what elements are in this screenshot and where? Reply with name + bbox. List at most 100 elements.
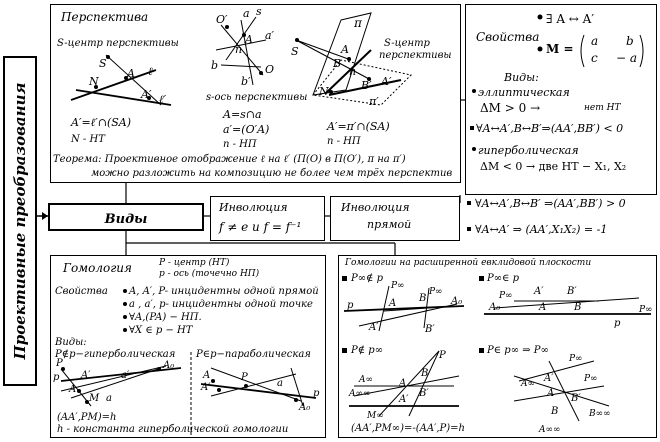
diag3-A-label: A [340,43,349,56]
hom-ap-label: a′ [121,370,130,381]
diag3-Ap-label: A′ [380,75,392,88]
diag2-n-label: n [235,43,242,56]
diag1-S-label: S [99,57,107,70]
diag3-pi-label: π [353,16,363,30]
homology-hyper: P∉p−гиперболическая [55,349,176,360]
side-title-box: Проективные преобразования [3,56,37,386]
aff2-Poo-label: P∞ [498,291,513,301]
hom-A0-label: A₀ [162,360,174,371]
affine-case4: P∈ p∞ ⇒ P∞ [487,345,549,356]
aff4-Aoo2-label: A∞∞ [538,425,561,435]
aff3-A-label: A [398,378,406,389]
affine-case2: P∞∈ p [487,273,520,284]
aff3-Bp-label: B′ [418,388,429,399]
properties-title: Свойства [476,30,540,44]
involution-title: Инволюция [219,201,288,214]
diag2-s-label: s [256,5,262,18]
matrix-m22: − a [616,51,638,65]
properties-box: Свойства ∃ A ↔ A′ M = a b c − a Виды: эл… [465,4,657,195]
par-a-label: a [277,378,283,389]
aff3-Aoo2-label: A∞∞ [348,389,371,399]
aff3-B-label: B [420,368,428,379]
homology-prop2: a , a′, p- инцидентны одной точке [129,299,313,310]
homology-p-center: P - центр (НТ) [159,258,230,268]
hom-p-label: p [53,372,60,383]
formula2-line1: A=s∩a [223,108,262,121]
diag2-a-label: a [243,7,250,20]
s-center-label: S-центр перспективы [57,38,179,49]
par-A0-label: A₀ [298,402,310,413]
hyperbolic-cond: ΔM < 0 → две НТ − X₁, X₂ [480,160,627,173]
aff4-Poo-label: P∞ [568,354,583,364]
formula2-line3: n - НП [223,139,257,150]
homology-title: Гомология [63,261,132,275]
involution-box: Инволюция f ≠ e и f = f⁻¹ [210,196,325,241]
diag3-Bp-label: B′ [360,79,372,92]
diag3-pip-label: π′ [368,95,379,108]
diag3-n-label: n [349,65,356,78]
par-P-label: P [240,372,248,383]
aff4-Ap-label: A′ [543,373,554,384]
hyperbolic-rule2: ∀A↔A′ ⇒ (AA′,X₁X₂) = -1 [475,223,608,236]
homology-cross: (AA′,PM)=h [57,412,117,423]
involution-formula: f ≠ e и f = f⁻¹ [219,220,302,234]
aff3-P-label: P [438,350,446,361]
affine-case3: P∉ p∞ [351,345,384,356]
aff4-Poo2-label: P∞ [583,374,598,384]
exists-text: ∃ A ↔ A′ [546,12,595,26]
homology-p-axis: p - ось (точечно НП) [159,269,260,279]
homology-box: Гомология P - центр (НТ) p - ось (точечн… [50,255,326,438]
homology-props: Свойства [55,286,108,297]
aff1-Ap-label: A′ [368,322,379,333]
elliptic-cond: ΔM > 0 → [480,101,541,115]
homology-prop3: ∀A,(PA) − НП. [129,312,202,323]
hom-Ap-label: A′ [80,370,91,381]
affine-case1: P∞∉ p [351,273,384,284]
homology-diagrams: P p A′ a′ A M a A₀ A A′ P p a A₀ [53,289,320,436]
aff1-A-label: A [388,298,396,309]
hyperbolic-rule: ∀A↔A′,B↔B′ ⇒(AA′,BB′) > 0 [475,197,626,210]
involution-line-box: Инволюция прямой [330,196,460,241]
aff1-B-label: B [418,293,426,304]
s-axis-label: s-ось перспективы [206,92,308,103]
aff2-B-label: B [573,302,581,313]
formula1-line1: A′=ℓ′∩(SA) [71,116,132,129]
formula2-line2: a′=(O′A) [223,123,270,136]
hyperbolic-label: гиперболическая [478,144,579,157]
formula1-line2: N - НТ [71,134,105,145]
par-A-label: A [202,370,210,381]
aff3-Ap-label: A′ [398,394,409,405]
aff1-Poo-label: P∞ [390,281,405,291]
aff4-Boo-label: B∞∞ [588,409,611,419]
elliptic-label: эллиптическая [478,86,570,99]
matrix-brackets [537,14,644,68]
properties-bullets [470,89,476,151]
perspective-diagram-1: S A N ℓ ℓ′ A′ O′ a s a′ n A b b′ O S [70,5,413,108]
formula3-line1: A′=π′∩(SA) [327,120,390,133]
matrix-m21: c [591,51,598,65]
aff3-Aoo-label: A∞ [358,375,373,385]
diag1-A-label: A [126,67,135,80]
aff4-Aoo-label: A∞ [520,379,535,389]
elliptic-result: нет НТ [584,103,621,113]
involution-line-subtitle: прямой [367,218,412,231]
s-center2b-label: перспективы [379,50,452,61]
theorem-line2: можно разложить на композицию не более ч… [91,168,453,179]
s-center2-label: S-центр [384,38,430,49]
aff1-Bp-label: B′ [424,324,435,335]
aff2-Bp-label: B′ [566,286,577,297]
diag2-Op-label: O′ [216,13,228,26]
par-Ap-label: A′ [200,382,211,393]
diag2-b-label: b [211,59,218,72]
involution-line-title: Инволюция [341,201,410,214]
homology-vidy: Виды: [55,337,87,348]
affine-box: Гомологии на расширенной евклидовой плос… [338,255,657,438]
homology-prop4: ∀X ∈ p − НТ [129,325,193,336]
aff2-A0-label: A₀ [488,302,500,313]
diag1-lp-label: ℓ′ [159,93,167,106]
aff1-Poo2-label: P∞ [428,287,443,297]
diag3-B-label: B [332,57,341,70]
aff1-A0-label: A₀ [450,296,462,307]
